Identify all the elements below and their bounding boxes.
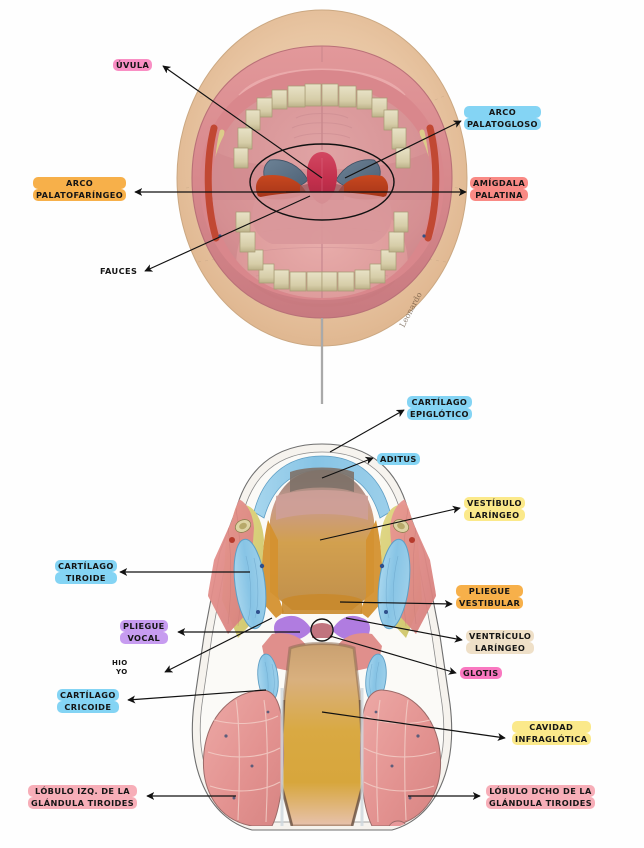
label-pliegue-vestibular[interactable]: PLIEGUE VESTIBULAR — [456, 585, 524, 609]
label-cartilago-epiglotico[interactable]: CARTÍLAGO EPIGLÓTICO — [407, 396, 472, 420]
label-cartilago-cricoide-line-2: CRICOIDE — [57, 701, 119, 713]
leader-cavidad-infraglotica — [321, 711, 506, 741]
label-ventriculo-laringeo-line-1: VENTRÍCULO — [466, 630, 535, 642]
label-hioides-line-2: YO — [116, 668, 128, 676]
label-fauces-line-1: FAUCES — [100, 266, 138, 276]
label-cavidad-infraglotica-line-2: INFRAGLÓTICA — [512, 733, 591, 745]
label-amigdala-palatina-line-1: AMÍGDALA — [470, 177, 529, 189]
leader-cartilago-cricoide — [127, 689, 267, 704]
label-vestibulo-laringeo-line-2: LARÍNGEO — [464, 509, 525, 521]
label-pliegue-vocal-line-2: VOCAL — [120, 632, 168, 644]
glottis-marker — [310, 618, 334, 642]
infraglottic-cavity-shape — [280, 643, 364, 826]
label-lobulo-izq[interactable]: LÓBULO IZQ. DE LA GLÁNDULA TIROIDES — [28, 785, 138, 809]
label-uvula-line-1: ÚVULA — [113, 59, 153, 71]
label-lobulo-dcho-line-1: LÓBULO DCHO DE LA — [486, 785, 596, 797]
label-arco-palatogloso-line-2: PALATOGLOSO — [464, 118, 541, 130]
label-fauces[interactable]: FAUCES — [100, 266, 137, 277]
label-cavidad-infraglotica[interactable]: CAVIDAD INFRAGLÓTICA — [512, 721, 591, 745]
label-pliegue-vestibular-line-1: PLIEGUE — [456, 585, 524, 597]
leader-fauces — [144, 195, 311, 272]
label-arco-palatofaringeo-line-1: ARCO — [33, 177, 127, 189]
label-pliegue-vocal[interactable]: PLIEGUE VOCAL — [120, 620, 168, 644]
label-vestibulo-laringeo[interactable]: VESTÍBULO LARÍNGEO — [464, 497, 525, 521]
label-cartilago-tiroide-line-1: CARTÍLAGO — [55, 560, 117, 572]
label-lobulo-izq-line-2: GLÁNDULA TIROIDES — [28, 797, 138, 809]
label-lobulo-dcho[interactable]: LÓBULO DCHO DE LA GLÁNDULA TIROIDES — [486, 785, 596, 809]
label-hioides-line-1: HIO — [112, 659, 128, 667]
label-amigdala-palatina[interactable]: AMÍGDALA PALATINA — [470, 177, 529, 201]
label-arco-palatogloso-line-1: ARCO — [464, 106, 541, 118]
label-aditus[interactable]: ADITUS — [377, 453, 420, 465]
label-glotis-line-1: GLOTIS — [460, 667, 502, 679]
label-lobulo-izq-line-1: LÓBULO IZQ. DE LA — [28, 785, 138, 797]
label-ventriculo-laringeo[interactable]: VENTRÍCULO LARÍNGEO — [466, 630, 535, 654]
label-cartilago-epiglotico-line-1: CARTÍLAGO — [407, 396, 472, 408]
leader-vestibulo-laringeo — [319, 505, 461, 541]
upper-teeth — [233, 83, 411, 169]
label-ventriculo-laringeo-line-2: LARÍNGEO — [466, 642, 535, 654]
leader-aditus — [321, 456, 374, 479]
label-arco-palatofaringeo[interactable]: ARCO PALATOFARÍNGEO — [33, 177, 127, 201]
label-cartilago-tiroide[interactable]: CARTÍLAGO TIROIDE — [55, 560, 117, 584]
label-arco-palatogloso[interactable]: ARCO PALATOGLOSO — [464, 106, 541, 130]
thyroid-cartilage-left — [233, 538, 267, 630]
hand-drawn-circle-marker — [249, 143, 395, 221]
thyroid-cartilage-right — [377, 538, 411, 630]
label-lobulo-dcho-line-2: GLÁNDULA TIROIDES — [486, 797, 596, 809]
label-pliegue-vocal-line-1: PLIEGUE — [120, 620, 168, 632]
lower-teeth — [235, 211, 409, 292]
leader-cartilago-epiglotico — [329, 409, 405, 453]
label-cavidad-infraglotica-line-1: CAVIDAD — [512, 721, 591, 733]
label-arco-palatofaringeo-line-2: PALATOFARÍNGEO — [33, 189, 127, 201]
leader-ventriculo-laringeo — [345, 617, 463, 643]
leader-arco-palatogloso — [344, 120, 462, 179]
label-cartilago-cricoide-line-1: CARTÍLAGO — [57, 689, 119, 701]
label-uvula[interactable]: ÚVULA — [113, 59, 153, 71]
label-pliegue-vestibular-line-2: VESTIBULAR — [456, 597, 524, 609]
label-glotis[interactable]: GLOTIS — [460, 667, 502, 679]
label-cartilago-epiglotico-line-2: EPIGLÓTICO — [407, 408, 472, 420]
leader-uvula — [162, 65, 323, 179]
label-hioides[interactable]: HIO YO — [112, 659, 128, 677]
label-aditus-line-1: ADITUS — [377, 453, 420, 465]
label-amigdala-palatina-line-2: PALATINA — [470, 189, 529, 201]
leader-pliegue-vestibular — [339, 599, 453, 608]
leader-hioides — [164, 617, 273, 673]
label-cartilago-tiroide-line-2: TIROIDE — [55, 572, 117, 584]
label-cartilago-cricoide[interactable]: CARTÍLAGO CRICOIDE — [57, 689, 119, 713]
label-vestibulo-laringeo-line-1: VESTÍBULO — [464, 497, 525, 509]
leader-glotis — [329, 635, 457, 675]
